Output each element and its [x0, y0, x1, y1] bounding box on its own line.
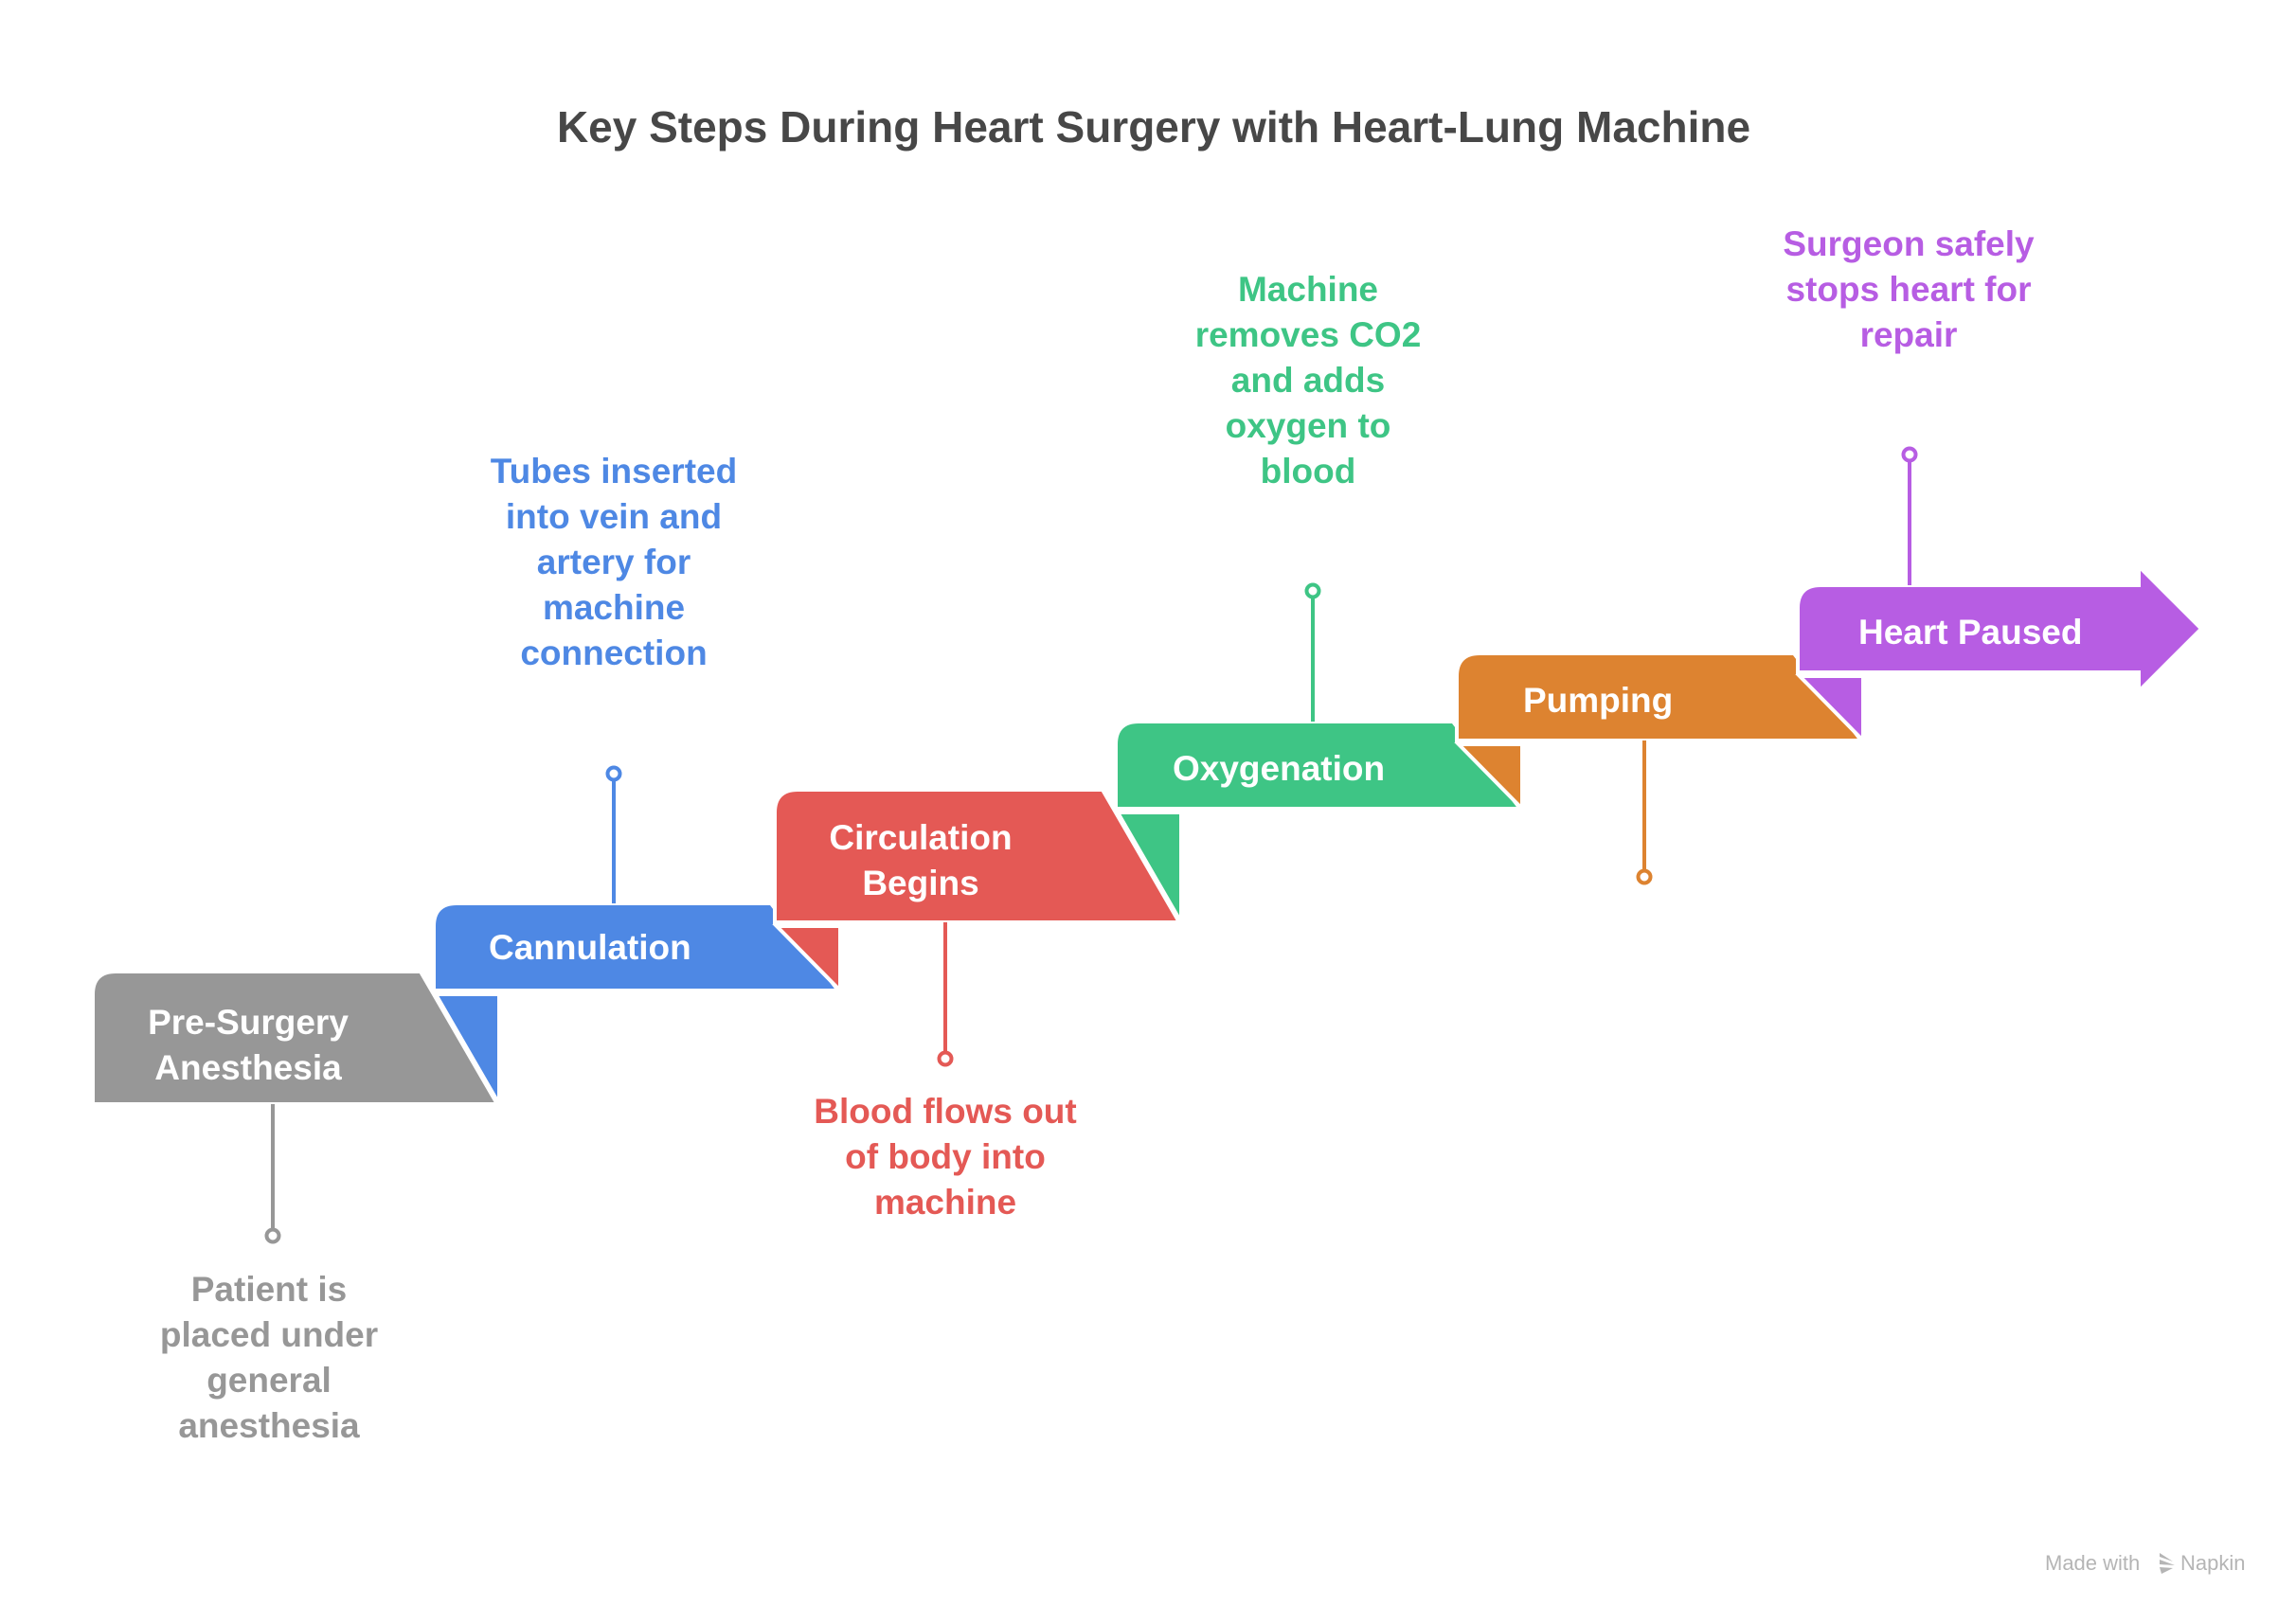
step-4: Oxygenation: [1114, 720, 1525, 930]
step-label: Circulation: [829, 818, 1012, 857]
footer-watermark: Made with Napkin: [2045, 1551, 2245, 1575]
step-note-line: general: [206, 1361, 332, 1400]
step-connector: [1901, 446, 1918, 585]
diagram-title: Key Steps During Heart Surgery with Hear…: [557, 102, 1750, 152]
step-note-line: Patient is: [191, 1270, 348, 1309]
step-label: Cannulation: [489, 928, 691, 967]
step-fold-tab: [1454, 742, 1524, 813]
step-label: Pumping: [1523, 681, 1673, 720]
step-notes: Patient is placed under general anesthesia T…: [160, 224, 2035, 1445]
step-connector: [1636, 741, 1653, 885]
step-note-line: stops heart for: [1785, 270, 2031, 309]
connector-dot-icon: [1901, 446, 1918, 463]
step-arrow-shape: [1796, 562, 2204, 696]
step-note-line: and adds: [1231, 361, 1385, 400]
step-note-line: of body into: [845, 1137, 1046, 1176]
step-note-line: machine: [874, 1183, 1016, 1222]
connector-dot-icon: [937, 1050, 954, 1067]
step-note: Tubes inserted into vein and artery for mac…: [491, 452, 737, 672]
step-connector: [1304, 582, 1321, 722]
step-note-line: Machine: [1238, 270, 1378, 309]
step-fold-tab: [432, 992, 501, 1112]
step-note-line: machine: [543, 588, 685, 627]
step-connector: [264, 1104, 281, 1244]
step-note: Surgeon safely stops heart for repair: [1783, 224, 2035, 354]
step-label: Anesthesia: [154, 1048, 342, 1087]
step-note-line: anesthesia: [178, 1406, 360, 1445]
step-note: Machine removes CO2 and adds oxygen to blood: [1195, 270, 1422, 491]
step-box-shape: [91, 970, 501, 1106]
step-note-line: blood: [1261, 452, 1356, 491]
step-connector: [605, 765, 622, 903]
step-note-line: Blood flows out: [814, 1092, 1076, 1131]
step-fold-tab: [772, 924, 842, 995]
step-note-line: connection: [520, 633, 707, 672]
step-label: Pre-Surgery: [148, 1003, 349, 1042]
connector-dot-icon: [264, 1227, 281, 1244]
step-5: Pumping: [1454, 651, 1866, 813]
step-6: Heart Paused: [1795, 562, 2204, 745]
step-label: Heart Paused: [1858, 613, 2083, 651]
step-note-line: Tubes inserted: [491, 452, 737, 491]
step-note-line: into vein and: [506, 497, 722, 536]
footer-brand: Napkin: [2180, 1551, 2245, 1575]
step-note-line: artery for: [537, 543, 691, 581]
step-note-line: repair: [1860, 315, 1958, 354]
napkin-logo-icon: [2160, 1553, 2175, 1574]
step-note: Patient is placed under general anesthesia: [160, 1270, 378, 1445]
connector-dot-icon: [1636, 868, 1653, 885]
step-label: Begins: [862, 864, 978, 902]
step-note-line: oxygen to: [1226, 406, 1391, 445]
step-label: Oxygenation: [1173, 749, 1385, 788]
connector-dot-icon: [605, 765, 622, 782]
step-connector: [937, 922, 954, 1067]
connector-dot-icon: [1304, 582, 1321, 599]
steps-staircase: Pre-SurgeryAnesthesiaCannulationCirculat…: [91, 562, 2204, 1112]
step-box-shape: [1455, 651, 1866, 742]
step-box-shape: [1114, 720, 1525, 811]
step-fold-tab: [1114, 811, 1183, 930]
step-fold-tab: [1795, 674, 1865, 745]
step-note-line: removes CO2: [1195, 315, 1422, 354]
step-note-line: Surgeon safely: [1783, 224, 2035, 263]
step-note-line: placed under: [160, 1315, 378, 1354]
footer-made-with: Made with: [2045, 1551, 2140, 1575]
step-2: Cannulation: [432, 901, 843, 1112]
step-box-shape: [432, 901, 843, 992]
step-box-shape: [773, 788, 1183, 924]
step-note: Blood flows out of body into machine: [814, 1092, 1076, 1222]
